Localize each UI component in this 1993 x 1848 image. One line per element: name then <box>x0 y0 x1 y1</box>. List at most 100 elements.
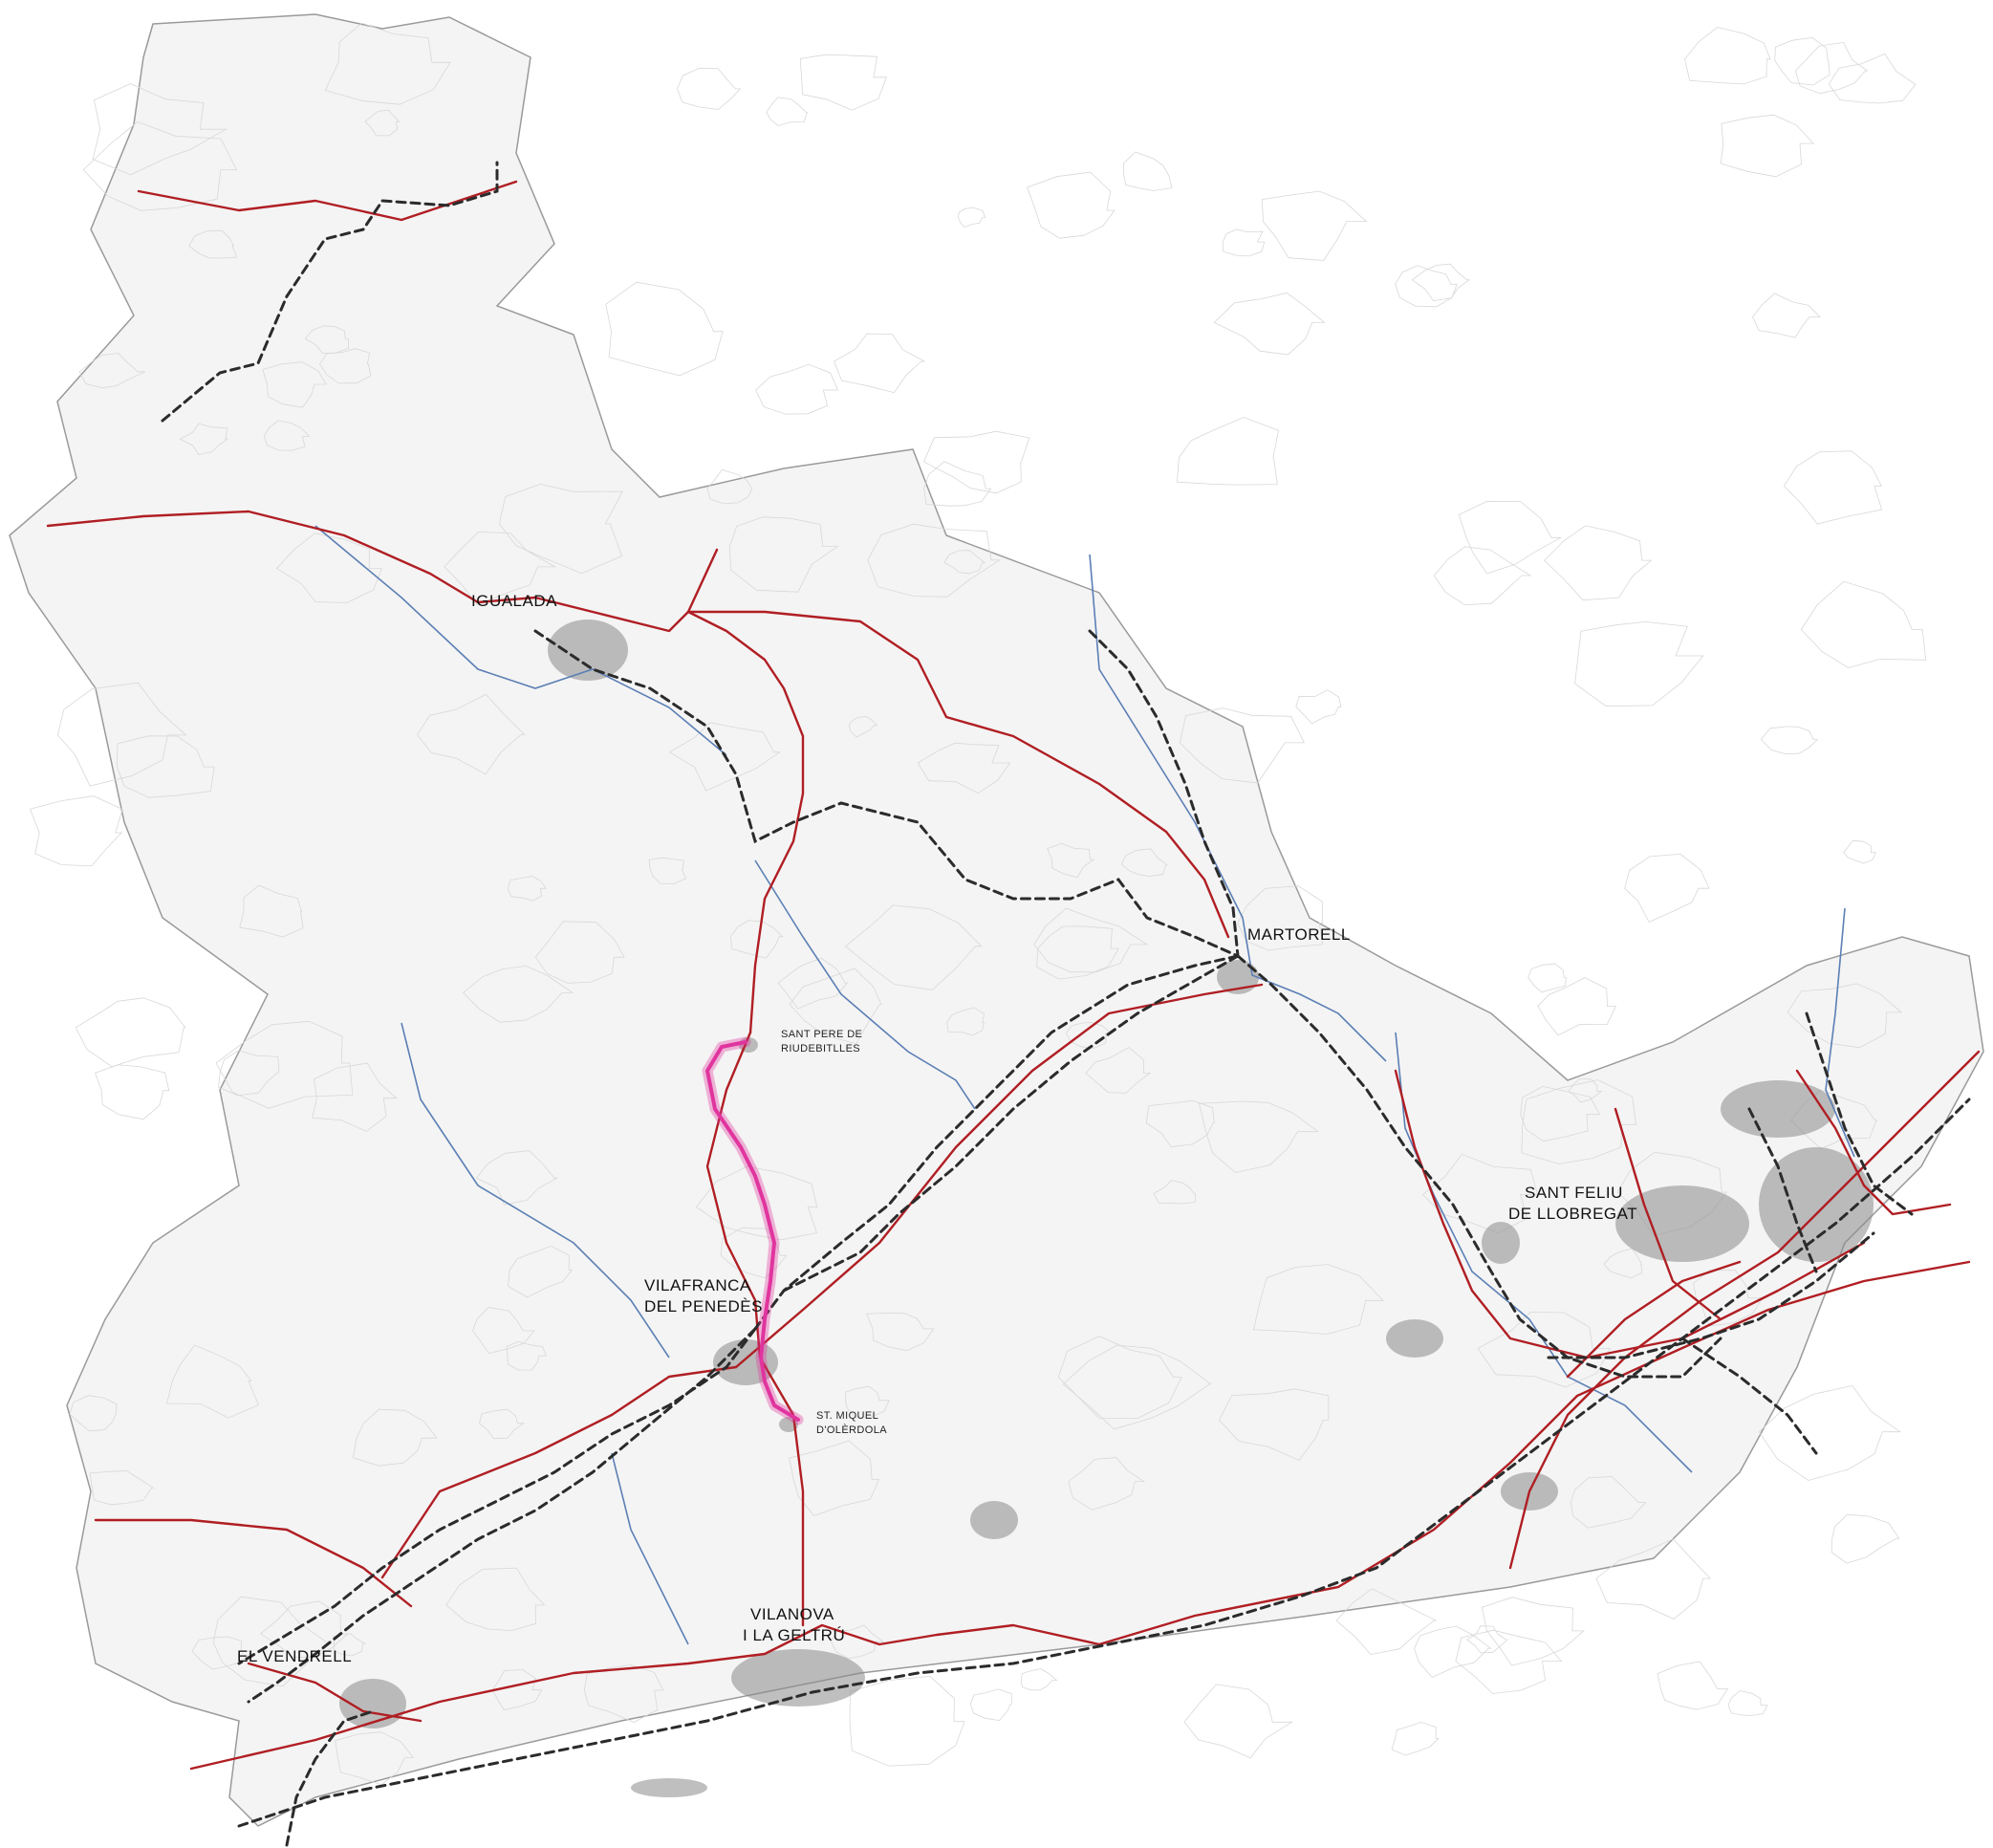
urban-area-icon <box>1721 1080 1835 1138</box>
contour-line <box>260 1600 349 1659</box>
contour-line <box>1213 292 1326 356</box>
urban-areas <box>339 620 1874 1797</box>
contour-line <box>324 22 451 105</box>
contour-line <box>1218 1388 1330 1461</box>
contour-line <box>191 1636 253 1670</box>
contour-line <box>1568 1077 1603 1103</box>
contour-line <box>849 1675 965 1767</box>
road-line <box>686 548 719 614</box>
contour-line <box>472 1307 535 1354</box>
contour-line <box>695 1165 818 1241</box>
contour-line <box>165 1344 260 1419</box>
contour-line <box>1222 228 1266 257</box>
contour-line <box>1465 1625 1509 1654</box>
road-line <box>686 610 1230 939</box>
contour-line <box>1527 963 1567 993</box>
contour-line <box>1752 293 1821 338</box>
contour-line <box>1153 1180 1196 1205</box>
contour-line <box>333 1633 367 1657</box>
road-line <box>1795 1069 1952 1216</box>
contour-line <box>1120 848 1168 877</box>
urban-area-icon <box>1386 1319 1443 1358</box>
roads <box>46 180 1981 1771</box>
contour-line <box>417 693 526 775</box>
contour-line <box>1033 907 1149 973</box>
contour-line <box>1433 546 1532 606</box>
urban-area-icon <box>548 620 628 681</box>
contour-line <box>1411 263 1471 302</box>
contour-line <box>508 1245 574 1298</box>
contour-line <box>179 423 228 456</box>
railway-line <box>1236 954 1722 1379</box>
place-label-igualada: IGUALADA <box>471 592 557 610</box>
contour-line <box>1570 1476 1647 1529</box>
road-line <box>686 610 805 1034</box>
contour-line <box>1758 1384 1902 1481</box>
contour-line <box>318 348 372 384</box>
contour-line <box>275 533 382 603</box>
contour-line <box>1455 1629 1563 1694</box>
road-line <box>705 1031 805 1627</box>
contour-line <box>728 516 839 593</box>
contour-line <box>1335 1588 1437 1656</box>
contour-line <box>1727 1690 1768 1716</box>
contour-line <box>1521 1079 1636 1164</box>
contour-line <box>1774 36 1831 86</box>
contour-line <box>1684 27 1771 85</box>
contour-line <box>845 1385 890 1418</box>
contour-line <box>1047 842 1095 879</box>
contour-line <box>92 83 227 176</box>
contour-line <box>583 1664 664 1723</box>
contour-line <box>605 281 724 377</box>
contour-line <box>218 1050 280 1097</box>
contour-line <box>1787 983 1903 1049</box>
railway-line <box>753 954 1240 1331</box>
river-line <box>611 1452 689 1645</box>
contour-line <box>352 1408 438 1467</box>
contour-line <box>507 876 547 902</box>
road-line <box>137 180 518 222</box>
contour-line <box>506 1340 547 1371</box>
contour-line <box>498 483 623 575</box>
contour-line <box>1800 580 1927 669</box>
contour-line <box>1624 853 1710 924</box>
contour-line <box>444 531 557 605</box>
contour-line <box>82 120 238 211</box>
contour-line <box>943 550 986 575</box>
contour-line <box>1395 265 1458 308</box>
contour-line <box>1057 1336 1182 1420</box>
contour-line <box>969 1688 1012 1722</box>
contour-line <box>1179 707 1306 784</box>
contour-line <box>668 722 781 792</box>
contour-line <box>304 325 350 355</box>
contour-line <box>1794 41 1869 95</box>
road-line <box>380 1365 738 1579</box>
highlighted-route <box>702 1036 804 1425</box>
road-line <box>189 1260 1971 1771</box>
urban-area-icon <box>970 1501 1018 1539</box>
urban-area-icon <box>1615 1185 1749 1262</box>
contour-line <box>1295 689 1342 725</box>
railways <box>161 161 1971 1847</box>
contour-line <box>923 461 992 507</box>
railway-line <box>237 1098 1971 1828</box>
contour-line <box>534 921 625 984</box>
contour-line <box>1198 1100 1320 1173</box>
contour-line <box>830 1624 885 1660</box>
contour-line <box>263 420 311 451</box>
railway-line <box>1547 1231 1875 1359</box>
contour-line <box>1595 1538 1712 1620</box>
road-line <box>1614 1107 1722 1321</box>
contour-line <box>1458 500 1563 575</box>
contour-line <box>957 207 986 228</box>
urban-area-icon <box>1759 1147 1874 1262</box>
contour-line <box>1537 977 1617 1036</box>
contour-line <box>69 1395 118 1432</box>
railway-line <box>285 1709 375 1847</box>
contour-line <box>789 1440 880 1516</box>
contour-line <box>1068 1457 1146 1511</box>
urban-area-icon <box>631 1778 707 1797</box>
contour-line <box>1520 1085 1601 1142</box>
contour-line <box>1574 620 1704 707</box>
contour-line <box>1414 1625 1492 1678</box>
